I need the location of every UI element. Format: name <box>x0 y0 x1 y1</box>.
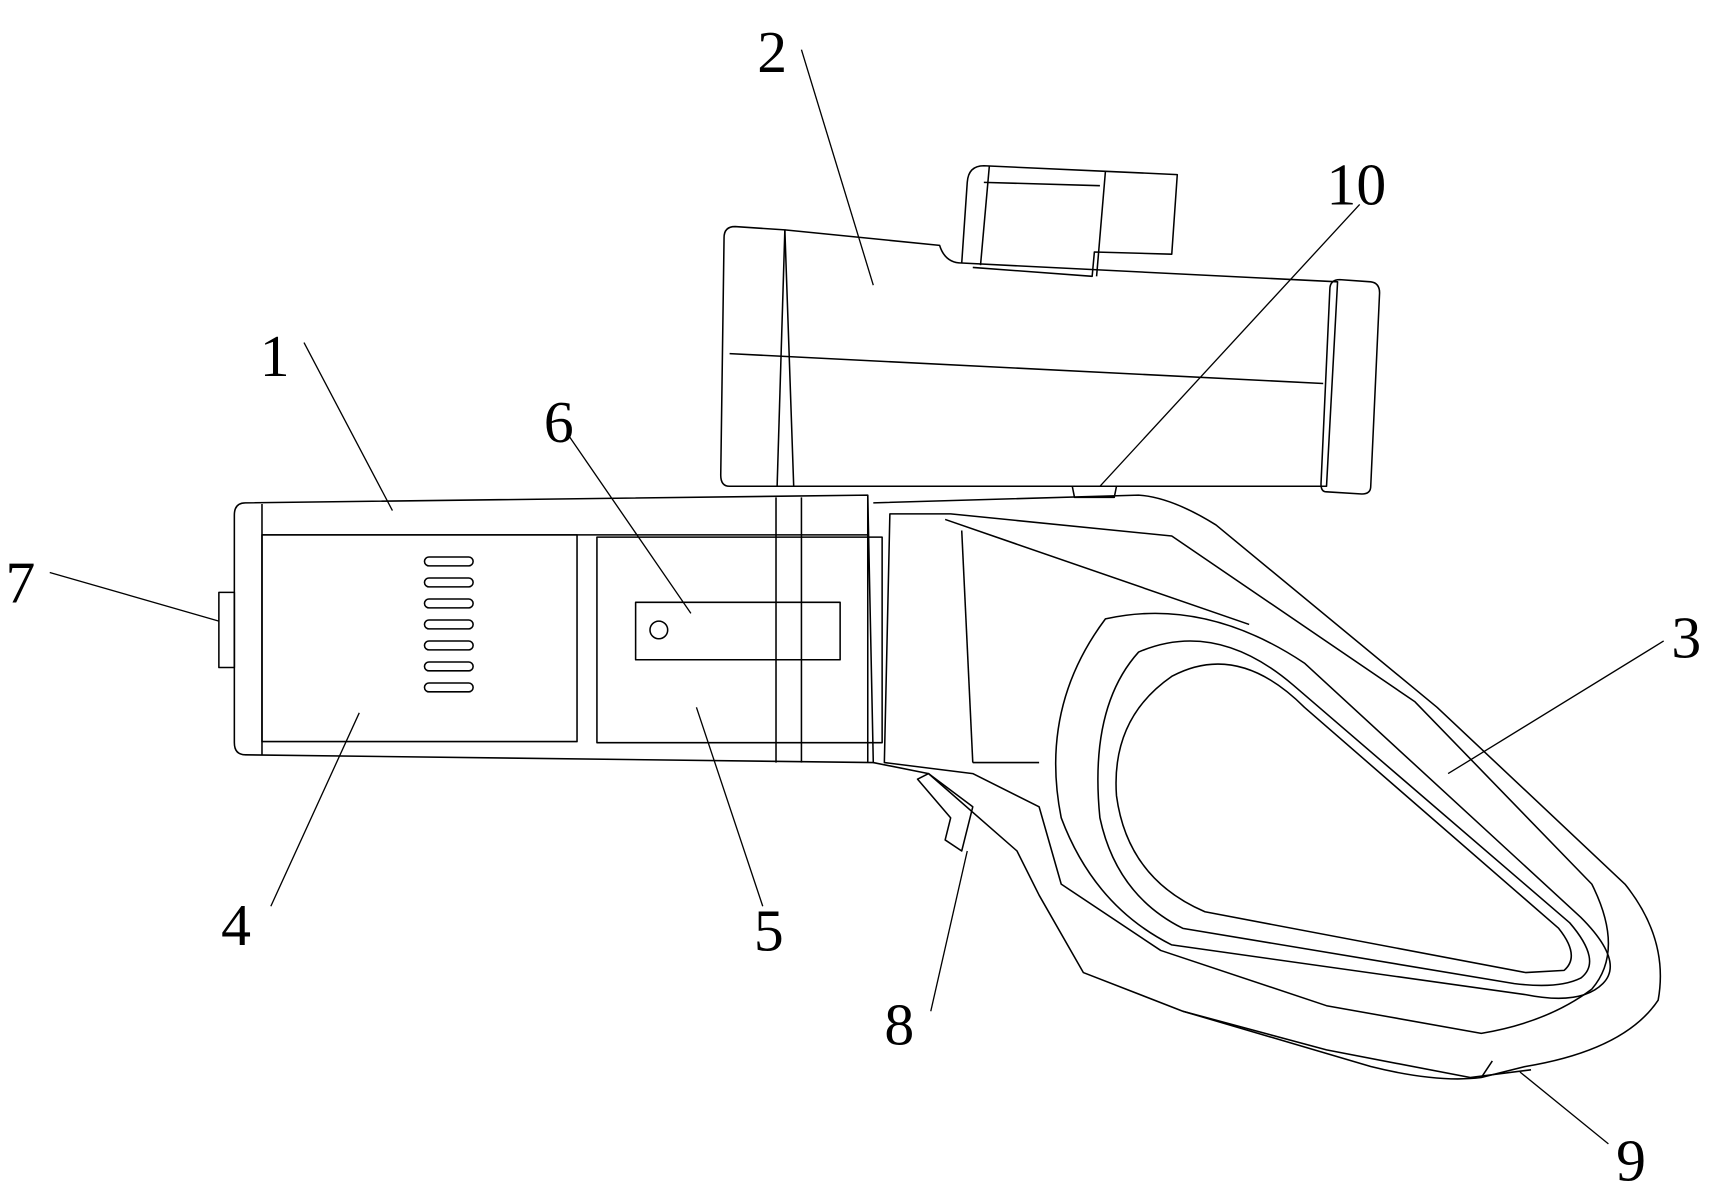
label-3: 3 <box>1671 605 1701 671</box>
label-6: 6 <box>544 389 574 455</box>
label-8: 8 <box>884 991 914 1057</box>
compartment-4 <box>262 535 577 742</box>
part-9 <box>1183 1011 1531 1077</box>
switch-6 <box>636 602 841 659</box>
label-5: 5 <box>754 897 784 963</box>
label-4: 4 <box>221 892 251 958</box>
button-7 <box>219 592 234 667</box>
label-7: 7 <box>6 549 36 615</box>
label-2: 2 <box>757 19 787 85</box>
label-9: 9 <box>1616 1127 1646 1193</box>
trigger-8 <box>918 774 973 851</box>
compartment-5 <box>597 537 882 743</box>
vent-slots <box>424 557 473 692</box>
label-1: 1 <box>260 323 290 389</box>
sight-2 <box>721 166 1380 494</box>
callout-labels: 1 2 3 4 5 6 7 8 9 10 <box>6 19 1702 1193</box>
head-3 <box>873 495 1660 1079</box>
label-10: 10 <box>1327 151 1387 217</box>
